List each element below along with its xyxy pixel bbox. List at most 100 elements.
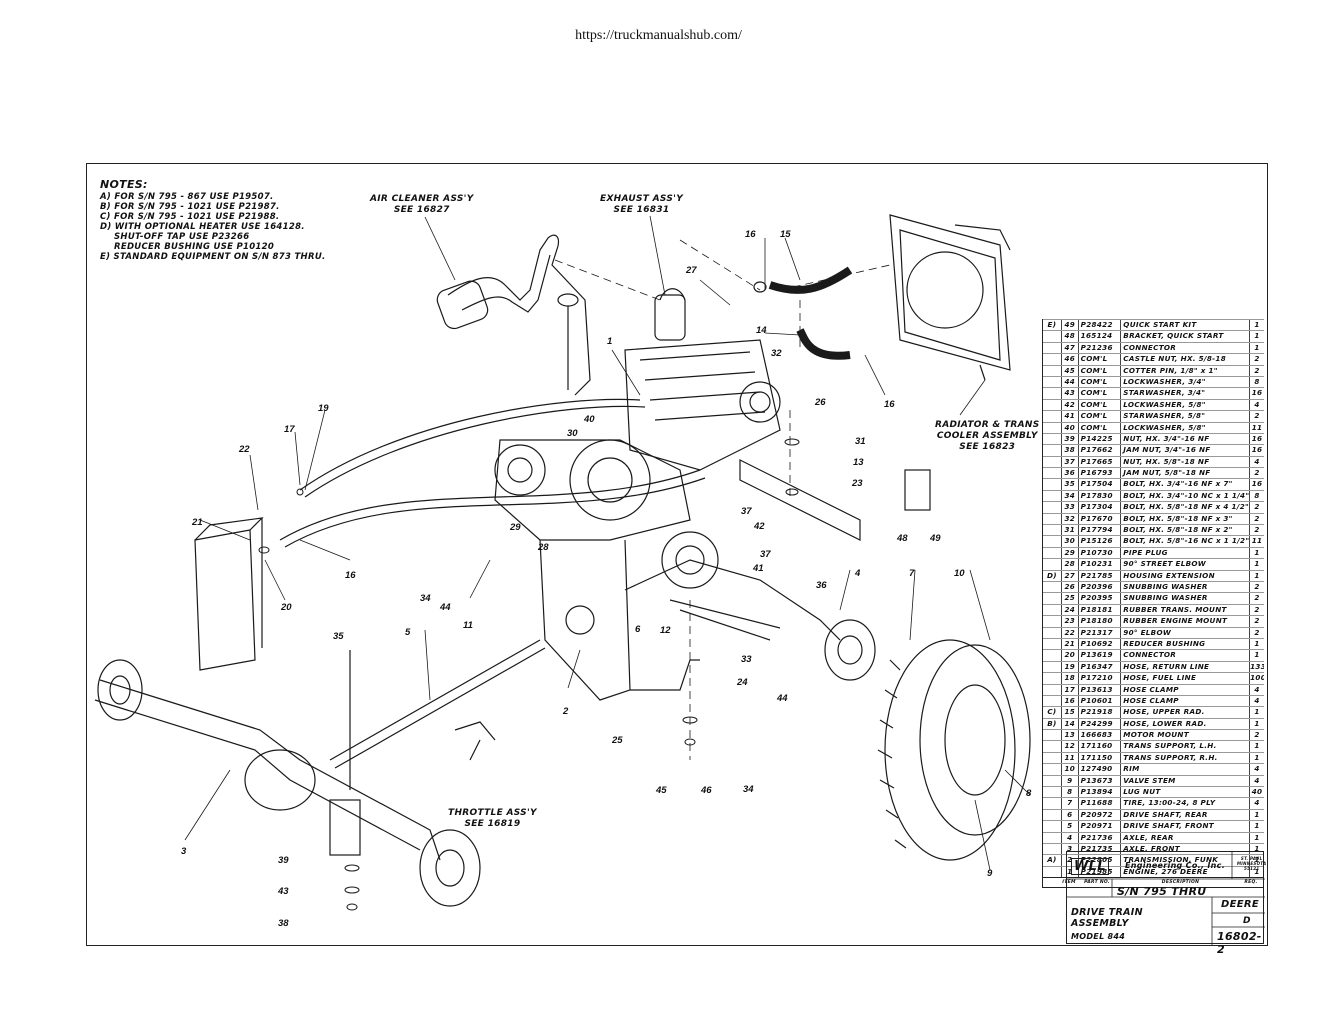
parts-item: 41 <box>1060 411 1078 422</box>
parts-description: HOUSING EXTENSION <box>1120 570 1249 581</box>
parts-note <box>1043 343 1061 353</box>
parts-item: 7 <box>1060 798 1078 809</box>
parts-description: ENGINE, 276 DEERE <box>1120 866 1249 878</box>
parts-part-no: P21735 <box>1077 843 1121 855</box>
parts-part-no: P17830 <box>1077 490 1121 502</box>
parts-part-no: P13673 <box>1077 775 1121 787</box>
parts-description: QUICK START KIT <box>1120 320 1249 331</box>
balloon-2: 2 <box>563 706 569 717</box>
parts-part-no: 171150 <box>1077 752 1121 764</box>
note-e: E) STANDARD EQUIPMENT ON S/N 873 THRU. <box>100 252 326 262</box>
serial-range: S/N 795 THRU <box>1117 885 1207 898</box>
throttle-label: THROTTLE ASS'Y <box>448 808 537 818</box>
balloon-33: 33 <box>741 654 752 665</box>
parts-part-no: P10730 <box>1077 547 1121 559</box>
parts-item: 44 <box>1060 376 1078 388</box>
parts-note <box>1043 354 1061 364</box>
parts-part-no: P10601 <box>1077 695 1121 707</box>
parts-qty: 2 <box>1249 365 1264 376</box>
parts-description: BOLT, HX. 5/8"-16 NC x 1 1/2" <box>1120 536 1249 547</box>
parts-part-no: P18181 <box>1077 604 1121 616</box>
parts-part-no: P22805 <box>1077 855 1121 866</box>
parts-part-no: P10692 <box>1077 638 1121 650</box>
parts-description: BOLT, HX. 5/8"-18 NF x 4 1/2" <box>1120 502 1249 513</box>
parts-description: TRANSMISSION, FUNK <box>1120 855 1249 866</box>
parts-part-no: P21736 <box>1077 832 1121 843</box>
parts-item: 40 <box>1060 422 1078 433</box>
parts-note <box>1043 457 1061 467</box>
parts-note <box>1043 593 1061 603</box>
parts-description: STARWASHER, 3/4" <box>1120 388 1249 399</box>
balloon-3: 3 <box>181 846 187 857</box>
parts-item: 24 <box>1060 604 1078 616</box>
balloon-8: 8 <box>1026 788 1032 799</box>
parts-description: HOSE, UPPER RAD. <box>1120 707 1249 718</box>
parts-note <box>1043 673 1061 683</box>
company-logo: WLL <box>1071 858 1109 875</box>
page-url[interactable]: https://truckmanualshub.com/ <box>575 28 742 43</box>
parts-part-no: P20971 <box>1077 821 1121 832</box>
balloon-13: 13 <box>853 457 864 468</box>
company-location: ST. PAUL MINNESOTA 55121 <box>1237 856 1267 871</box>
parts-note <box>1043 764 1061 774</box>
radiator-ref: SEE 16823 <box>959 442 1016 452</box>
balloon-9: 9 <box>987 868 993 879</box>
parts-note <box>1043 776 1061 786</box>
parts-qty: 2 <box>1249 593 1264 604</box>
balloon-45: 45 <box>656 785 667 796</box>
parts-description: BOLT, HX. 5/8"-18 NF x 2" <box>1120 525 1249 536</box>
note-b: B) FOR S/N 795 - 1021 USE P21987. <box>100 202 280 212</box>
parts-qty: 4 <box>1249 399 1264 411</box>
parts-item: 11 <box>1060 752 1078 764</box>
title-block-grid <box>1067 852 1265 945</box>
parts-part-no: P17662 <box>1077 445 1121 456</box>
balloon-34a: 34 <box>420 593 431 604</box>
parts-item: 4 <box>1060 832 1078 843</box>
parts-note: C) <box>1047 707 1057 717</box>
parts-qty: 1 <box>1249 832 1264 843</box>
title-block: WLL Engineering Co., Inc. ST. PAUL MINNE… <box>1066 851 1267 956</box>
parts-description: COTTER PIN, 1/8" x 1" <box>1120 365 1249 376</box>
parts-item: 9 <box>1060 775 1078 787</box>
balloon-4: 4 <box>855 568 861 579</box>
parts-note <box>1043 582 1061 592</box>
parts-qty: 1 <box>1249 752 1264 764</box>
parts-note <box>1043 741 1061 751</box>
balloon-28: 28 <box>538 542 549 553</box>
parts-qty: 1 <box>1249 638 1264 650</box>
parts-qty: 1 <box>1249 718 1264 730</box>
parts-note <box>1043 867 1061 877</box>
parts-qty: 4 <box>1249 684 1264 695</box>
parts-item: 8 <box>1060 787 1078 798</box>
parts-description: SNUBBING WASHER <box>1120 593 1249 604</box>
parts-note <box>1043 331 1061 341</box>
parts-item: 47 <box>1060 342 1078 354</box>
balloon-17: 17 <box>284 424 295 435</box>
parts-part-no: 171160 <box>1077 741 1121 752</box>
parts-header-cell: ITEM <box>1062 880 1076 886</box>
parts-description: DRIVE SHAFT, REAR <box>1120 809 1249 821</box>
parts-description: BRACKET, QUICK START <box>1120 331 1249 342</box>
parts-item: 1 <box>1060 866 1078 878</box>
parts-item: 20 <box>1060 650 1078 661</box>
parts-part-no: P18180 <box>1077 616 1121 627</box>
balloon-10: 10 <box>954 568 965 579</box>
parts-note <box>1043 844 1061 854</box>
parts-part-no: P21918 <box>1077 707 1121 718</box>
parts-note <box>1043 400 1061 410</box>
drawing-title: DRIVE TRAIN ASSEMBLY <box>1071 907 1143 929</box>
parts-qty: 1 <box>1249 843 1264 855</box>
